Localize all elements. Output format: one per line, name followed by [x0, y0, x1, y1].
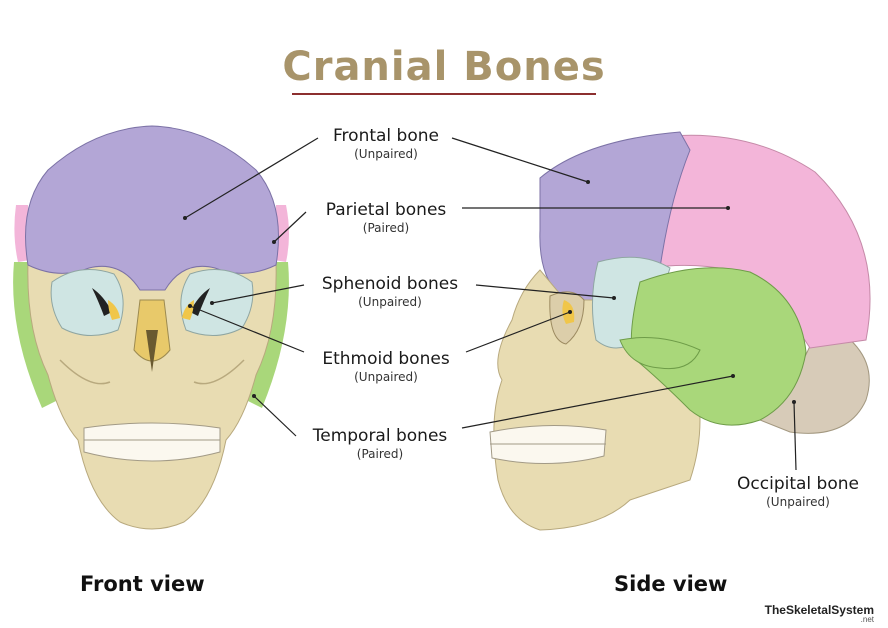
leader-lines	[184, 137, 797, 471]
front-skull	[13, 125, 289, 530]
caption-front-view: Front view	[80, 572, 205, 596]
side-face	[493, 269, 701, 531]
label-sphenoid: Sphenoid bones (Unpaired)	[300, 274, 480, 310]
parietal-leader-front	[273, 211, 307, 243]
ethmoid-leader-side	[465, 311, 571, 353]
temporal-leader-side	[461, 375, 734, 429]
occipital-leader	[793, 401, 797, 471]
frontal-leader-side	[451, 137, 589, 183]
front-ethmoid-left	[108, 300, 120, 320]
front-frontal	[25, 125, 279, 291]
label-parietal-sub: (Paired)	[362, 221, 410, 235]
label-parietal: Parietal bones (Paired)	[304, 200, 468, 236]
brand-name: TheSkeletalSystem	[764, 603, 874, 617]
sphenoid-leader-front	[211, 284, 305, 304]
label-ethmoid: Ethmoid bones (Unpaired)	[300, 349, 472, 385]
page-title: Cranial Bones	[282, 44, 606, 90]
label-sphenoid-sub: (Unpaired)	[358, 295, 422, 309]
front-teeth	[83, 422, 221, 462]
sphenoid-leader-side	[475, 284, 615, 299]
label-ethmoid-name: Ethmoid bones	[322, 349, 450, 369]
title-underline	[292, 93, 596, 95]
label-occipital-name: Occipital bone	[737, 474, 859, 494]
ethmoid-leader-front	[189, 305, 305, 353]
label-frontal-sub: (Unpaired)	[354, 147, 418, 161]
label-temporal-name: Temporal bones	[312, 426, 448, 446]
brand-suffix: .net	[860, 615, 874, 624]
label-temporal: Temporal bones (Paired)	[294, 426, 466, 462]
label-parietal-name: Parietal bones	[325, 200, 447, 220]
caption-side-view: Side view	[614, 572, 728, 596]
label-occipital: Occipital bone (Unpaired)	[720, 474, 876, 510]
frontal-leader-front	[184, 137, 319, 219]
label-sphenoid-name: Sphenoid bones	[321, 274, 459, 294]
label-ethmoid-sub: (Unpaired)	[354, 370, 418, 384]
label-frontal: Frontal bone (Unpaired)	[316, 126, 456, 162]
side-skull	[489, 131, 871, 531]
brand-logo: TheSkeletalSystem .net	[764, 603, 874, 624]
label-temporal-sub: (Paired)	[356, 447, 404, 461]
front-orbit-left	[50, 269, 124, 336]
temporal-leader-front	[253, 395, 297, 437]
label-occipital-sub: (Unpaired)	[766, 495, 830, 509]
label-frontal-name: Frontal bone	[333, 126, 439, 146]
